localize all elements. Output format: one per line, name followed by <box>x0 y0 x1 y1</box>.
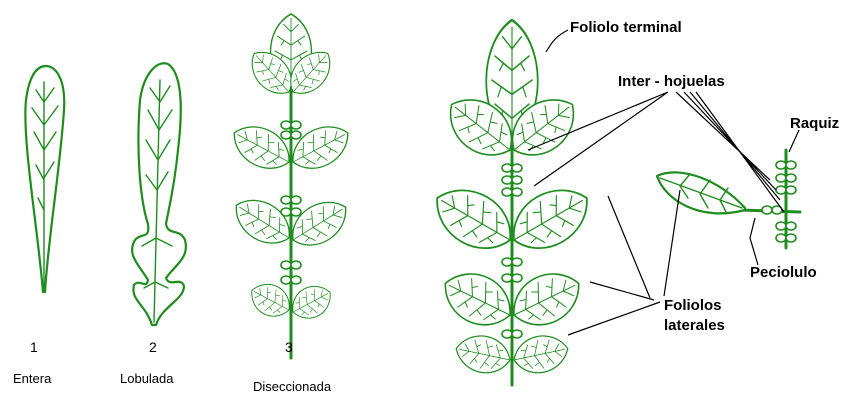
leaf-lobed <box>132 63 186 325</box>
label-raquiz: Raquiz <box>790 115 839 132</box>
label-foliolos: Foliolos <box>664 297 722 314</box>
leaf-entire <box>25 66 64 292</box>
caption-entera: Entera <box>13 371 52 386</box>
label-laterales: laterales <box>664 317 725 334</box>
figure-number-3: 3 <box>285 339 293 355</box>
label-peciolulo: Peciolulo <box>750 264 817 281</box>
figure-number-2: 2 <box>149 339 157 355</box>
caption-diseccionada: Diseccionada <box>253 379 332 394</box>
caption-lobulada: Lobulada <box>120 371 174 386</box>
figure-number-1: 1 <box>30 339 38 355</box>
leaf-dissected <box>226 14 357 358</box>
label-inter-hojuelas: Inter - hojuelas <box>618 73 725 90</box>
leaf-compound-labelled <box>424 20 599 385</box>
label-foliolo-terminal: Foliolo terminal <box>570 19 682 36</box>
